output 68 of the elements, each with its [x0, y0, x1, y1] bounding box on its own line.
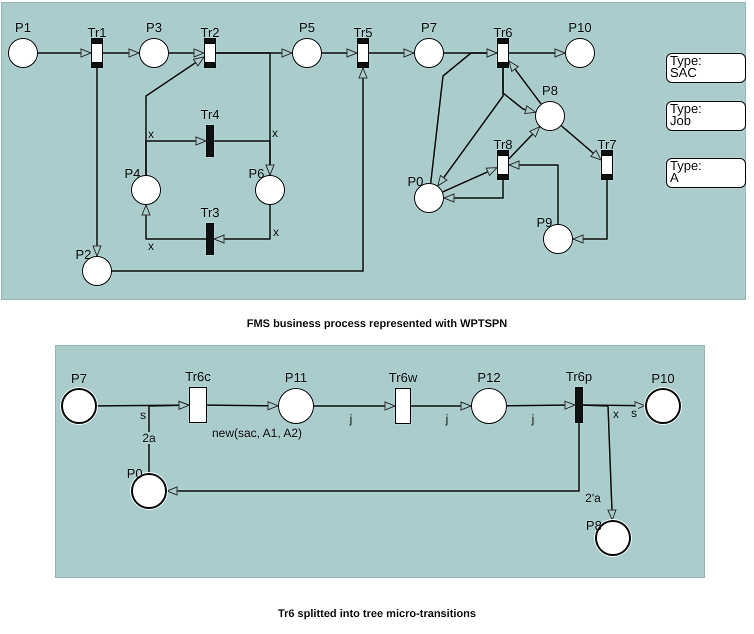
type-note: Type: SAC: [666, 53, 746, 83]
arrow: [92, 68, 102, 256]
edge-label: j: [348, 413, 354, 425]
arrow: [216, 52, 274, 176]
edge-label: 2'a: [584, 492, 602, 504]
transition-label: Tr6p: [566, 370, 592, 383]
arrow: [508, 60, 542, 104]
arrow: [148, 400, 190, 473]
arrow: [145, 136, 206, 175]
place-label: P6: [248, 167, 264, 180]
edge-label: s: [630, 407, 638, 419]
edge-label: new(sac, A1, A2): [210, 427, 304, 439]
arrow: [508, 126, 540, 160]
transition-label: Tr3: [200, 206, 220, 219]
transition-label: Tr1: [87, 26, 107, 39]
panel-background: [55, 345, 705, 578]
arrow: [169, 48, 204, 58]
panel-background: [1, 2, 746, 300]
type-note: Type: Job: [666, 101, 746, 131]
arrow: [507, 400, 576, 410]
transition-label: Tr4: [200, 108, 220, 121]
arrow: [509, 48, 566, 58]
place-label: P1: [15, 21, 31, 34]
figure-caption: FMS business process represented with WPTSPN: [246, 318, 508, 330]
place-label: P2: [76, 248, 92, 262]
arrow: [582, 404, 616, 521]
place-label: P0: [408, 175, 424, 188]
transition-label: Tr6w: [388, 371, 418, 384]
arrow: [142, 204, 206, 240]
edge-label: j: [530, 413, 536, 425]
arrow: [166, 423, 580, 496]
place-label: P5: [299, 21, 315, 34]
type-note: Type: A: [666, 158, 746, 188]
place-label: P8: [542, 84, 558, 97]
place-label: P7: [71, 372, 87, 385]
edge-label: j: [444, 413, 450, 425]
place-label: P3: [146, 21, 162, 34]
arrow: [207, 401, 278, 410]
place-label: P10: [651, 372, 675, 385]
arrow: [322, 48, 358, 58]
place-label: P7: [421, 21, 437, 34]
arrow: [214, 205, 271, 244]
arrow: [442, 167, 498, 193]
place-label: P12: [477, 371, 501, 384]
place-label: P11: [284, 371, 308, 384]
arrow: [411, 402, 472, 410]
place-label: P4: [124, 167, 140, 180]
place-label: P10: [568, 21, 592, 34]
transition-label: Tr6: [493, 26, 513, 39]
transition-label: Tr5: [353, 26, 373, 39]
arrow: [38, 48, 92, 58]
arrow: [430, 48, 498, 184]
transition-label: Tr7: [597, 138, 617, 151]
arrow: [444, 180, 504, 202]
arrow: [560, 125, 602, 160]
arrow: [502, 68, 536, 114]
transition-label: Tr6c: [185, 370, 211, 383]
arrow: [369, 48, 414, 58]
place-label: P9: [536, 216, 552, 230]
transition-label: Tr2: [200, 26, 220, 39]
arrow: [112, 68, 368, 272]
arrow: [314, 402, 396, 410]
arrow: [572, 180, 608, 244]
figure-caption: Tr6 splitted into tree micro-transitions: [278, 608, 476, 620]
transition-label: Tr8: [493, 138, 513, 151]
arrow: [508, 160, 559, 224]
arrow: [103, 48, 140, 58]
edge-label: 2a: [141, 432, 157, 444]
